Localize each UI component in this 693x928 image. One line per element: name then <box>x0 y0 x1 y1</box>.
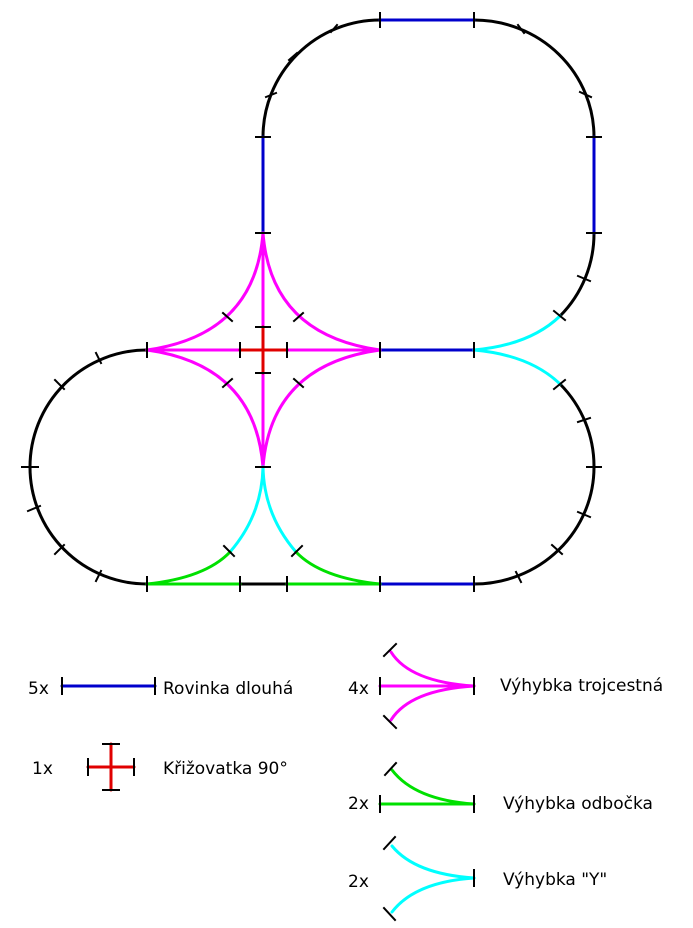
three-way-switch-curve <box>145 348 265 469</box>
crossing-piece <box>238 325 289 375</box>
branch-switch-curve <box>145 550 232 586</box>
legend-crossing-count: 1x <box>32 759 53 779</box>
legend-straight-label: Rovinka dlouhá <box>163 679 293 699</box>
legend-branch-label: Výhybka odbočka <box>503 794 653 814</box>
three-way-switch-curve <box>261 348 382 469</box>
curve-piece <box>261 18 382 139</box>
legend-branch: 2x Výhybka odbočka <box>348 761 653 814</box>
legend-three-way: 4x Výhybka trojcestná <box>348 642 663 730</box>
track-joints <box>21 12 602 592</box>
y-switch-branch <box>472 348 562 386</box>
three-way-switch-curve <box>145 231 265 352</box>
legend-crossing: 1x Křižovatka 90° <box>32 742 288 792</box>
curve-piece <box>558 231 596 318</box>
curve-piece <box>472 382 596 586</box>
legend: 5x Rovinka dlouhá 1x Křižovatka 90° 4x <box>28 642 663 922</box>
curve-piece <box>472 18 596 139</box>
y-switch-branch <box>472 314 562 352</box>
y-switch-branch <box>261 465 298 554</box>
legend-y-switch: 2x Výhybka "Y" <box>348 835 607 922</box>
y-switch-branch <box>228 465 265 554</box>
three-way-switch-curve <box>261 231 382 352</box>
legend-y-switch-count: 2x <box>348 872 369 892</box>
legend-crossing-label: Křižovatka 90° <box>163 759 288 779</box>
legend-three-way-label: Výhybka trojcestná <box>500 676 663 696</box>
legend-three-way-count: 4x <box>348 679 369 699</box>
branch-switch-curve <box>294 550 382 586</box>
track-layout <box>21 12 602 592</box>
legend-straight: 5x Rovinka dlouhá <box>28 677 293 699</box>
curve-piece <box>28 348 149 586</box>
legend-branch-count: 2x <box>348 794 369 814</box>
legend-straight-count: 5x <box>28 679 49 699</box>
legend-y-switch-label: Výhybka "Y" <box>503 870 607 890</box>
